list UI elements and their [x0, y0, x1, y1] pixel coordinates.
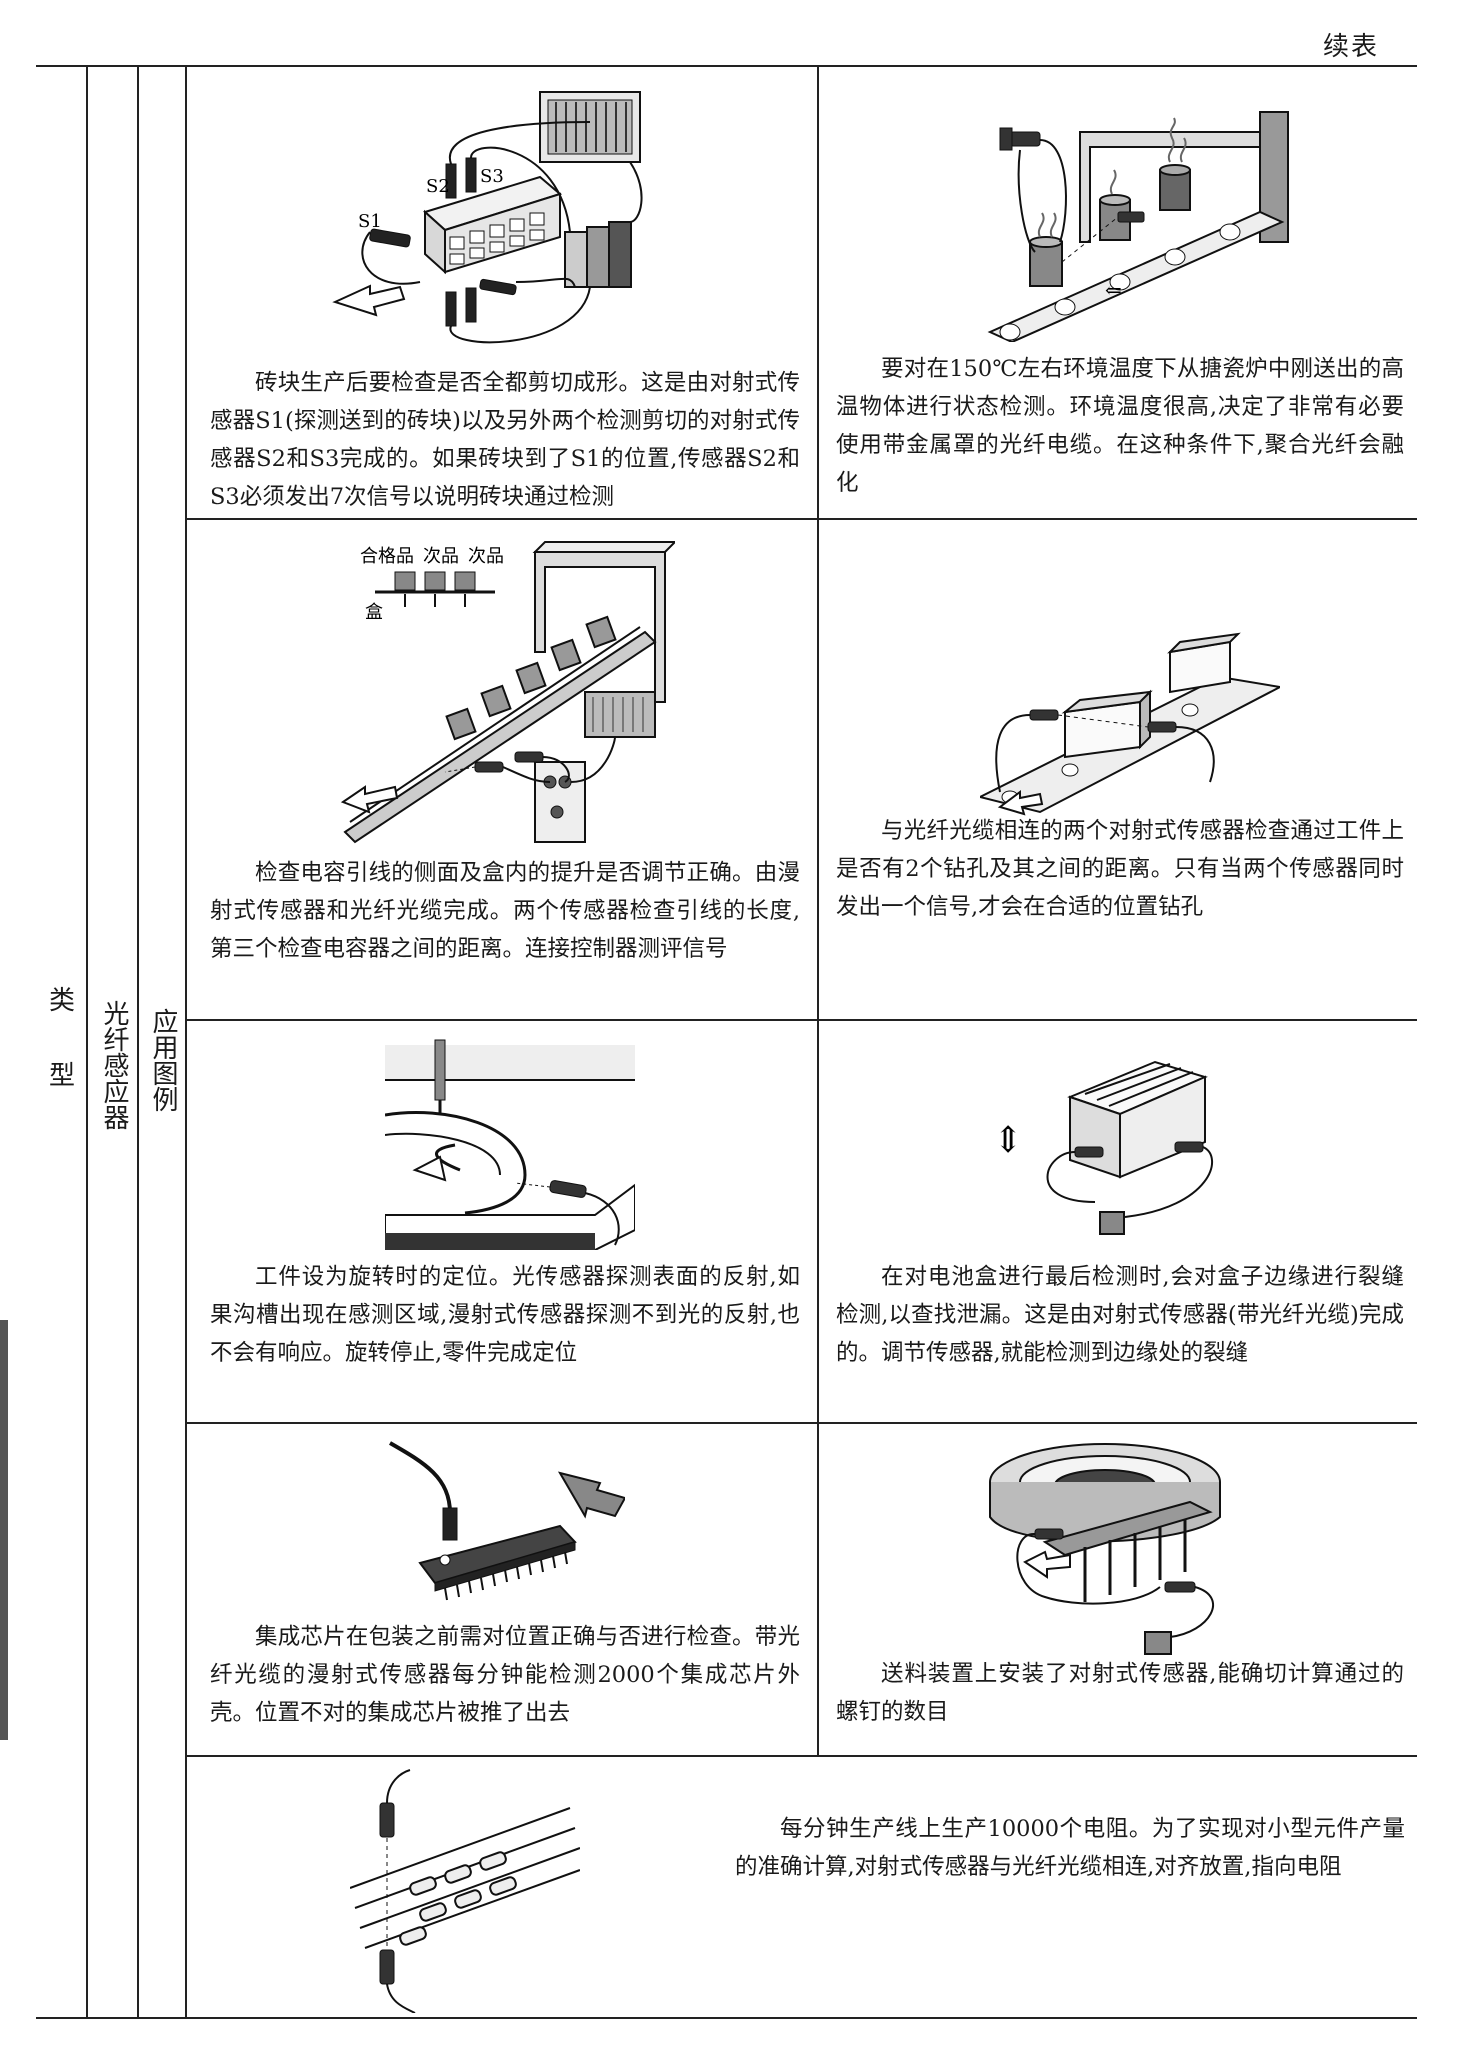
- cell-text-ic: 集成芯片在包装之前需对位置正确与否进行检查。带光纤光缆的漫射式传感器每分钟能检测…: [210, 1624, 800, 1726]
- feeder-bowl-figure: [985, 1437, 1235, 1662]
- type-label-char-1: 类: [48, 986, 75, 1016]
- hot-object-figure: ⇐: [970, 92, 1290, 342]
- table-top-rule: [36, 65, 1417, 67]
- svg-text:⇐: ⇐: [1105, 278, 1122, 302]
- col-divider-3: [185, 66, 187, 2018]
- cell-text-feeder: 送料装置上安装了对射式传感器,能确切计算通过的螺钉的数目: [836, 1661, 1404, 1725]
- fiber-sensor-label: 光纤感应器: [99, 1000, 129, 1130]
- row-divider-3: [186, 1422, 1417, 1424]
- label-s2: S2: [426, 176, 450, 197]
- label-s1: S1: [358, 211, 382, 232]
- label-box: 盒: [365, 602, 383, 623]
- label-defect-2: 次品: [468, 546, 504, 567]
- battery-box-figure: ⇕: [985, 1042, 1215, 1252]
- controller-rack: [539, 91, 641, 163]
- application-example-label: 应用图例: [148, 1008, 178, 1112]
- cell-text-brick: 砖块生产后要检查是否全都剪切成形。这是由对射式传感器S1(探测送到的砖块)以及另…: [210, 370, 800, 510]
- row-divider-1: [186, 518, 1417, 520]
- cell-text-drill: 与光纤光缆相连的两个对射式传感器检查通过工件上是否有2个钻孔及其之间的距离。只有…: [836, 818, 1404, 920]
- cell-text-capacitor: 检查电容引线的侧面及盒内的提升是否调节正确。由漫射式传感器和光纤光缆完成。两个传…: [210, 860, 800, 962]
- page-header: 续表: [1322, 32, 1379, 62]
- col-divider-4: [817, 66, 819, 1756]
- drill-hole-figure: [980, 622, 1280, 822]
- type-label-char-2: 型: [48, 1061, 75, 1091]
- col-divider-1: [86, 66, 88, 2018]
- row-divider-4: [186, 1755, 1417, 1757]
- resistor-figure: [350, 1768, 580, 2013]
- cell-text-resistor: 每分钟生产线上生产10000个电阻。为了实现对小型元件产量的准确计算,对射式传感…: [735, 1816, 1405, 1880]
- row-divider-2: [186, 1019, 1417, 1021]
- label-defect-1: 次品: [423, 546, 459, 567]
- label-s3: S3: [480, 166, 504, 187]
- col-divider-2: [137, 66, 139, 2018]
- ic-chip-figure: [385, 1438, 625, 1618]
- capacitor-figure: 合格品 次品 次品 盒: [335, 532, 675, 852]
- page-edge-mark: [0, 1320, 8, 1740]
- label-qualified: 合格品: [360, 546, 414, 567]
- cell-text-hot-object: 要对在150℃左右环境温度下从搪瓷炉中刚送出的高温物体进行状态检测。环境温度很高…: [836, 356, 1404, 496]
- rotating-disc-figure: [385, 1035, 635, 1250]
- brick-inspection-figure: S1 S2 S3: [330, 82, 660, 362]
- cell-text-disc: 工件设为旋转时的定位。光传感器探测表面的反射,如果沟槽出现在感测区域,漫射式传感…: [210, 1264, 800, 1366]
- table-bottom-rule: [36, 2017, 1417, 2019]
- svg-text:⇕: ⇕: [993, 1120, 1023, 1161]
- cell-text-battery: 在对电池盒进行最后检测时,会对盒子边缘进行裂缝检测,以查找泄漏。这是由对射式传感…: [836, 1264, 1404, 1366]
